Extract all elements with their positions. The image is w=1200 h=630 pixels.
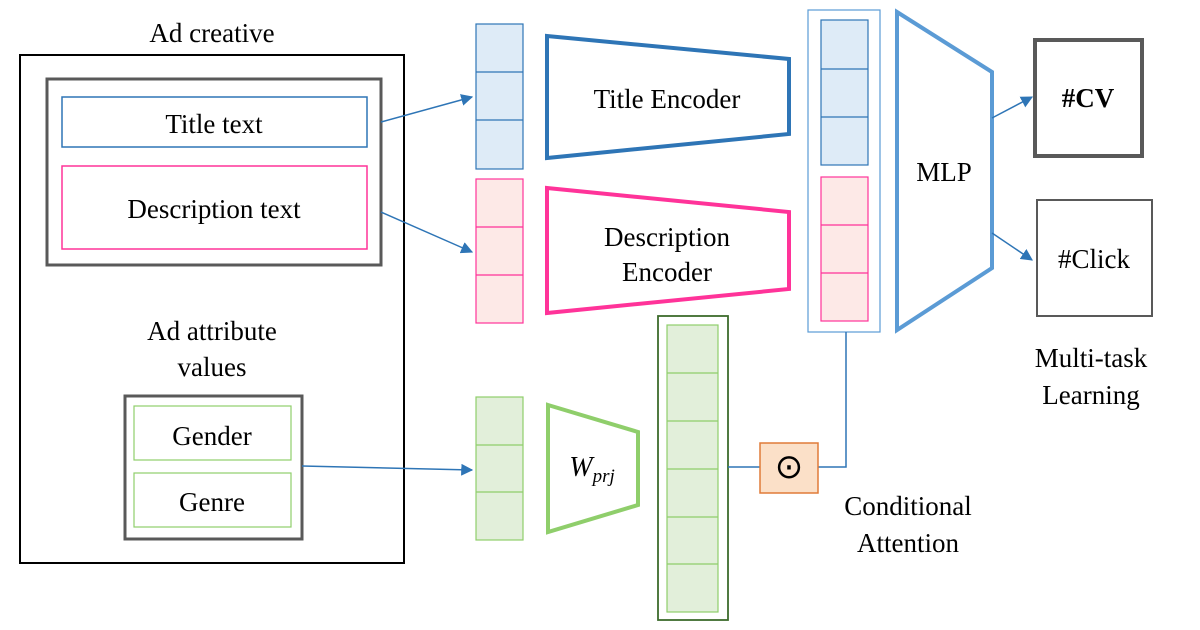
click-output-box	[1036, 199, 1153, 317]
ad-attribute-label-line1: Ad attribute	[147, 316, 277, 346]
genre-box	[133, 472, 292, 528]
attribute-to-embedding-arrow	[301, 463, 474, 476]
wprj-projection	[546, 402, 640, 535]
conditional-attention-label-line2: Attention	[857, 528, 959, 558]
description-text-box	[61, 165, 368, 250]
description-encoder	[545, 185, 791, 316]
mlp-label: MLP	[916, 157, 972, 187]
ad-attribute-box	[123, 394, 304, 541]
title-embedding-vector	[475, 23, 524, 170]
click-output-label: #Click	[1058, 244, 1130, 274]
projected-attribute-vector	[657, 315, 729, 621]
wprj-label: Wprj	[569, 452, 615, 487]
odot-symbol: ⊙	[775, 447, 804, 487]
cv-output-label: #CV	[1062, 83, 1115, 113]
mlp-to-cv-arrow	[991, 96, 1034, 119]
ad-attribute-label-line2: values	[178, 352, 247, 382]
gender-label: Gender	[172, 421, 251, 451]
concatenated-vector	[807, 9, 881, 333]
description-embedding-vector	[475, 178, 524, 324]
mlp-to-click-arrow	[991, 232, 1033, 261]
gender-box	[133, 405, 292, 461]
conditional-attention-label-line1: Conditional	[844, 491, 972, 521]
description-encoder-label-line1: Description	[604, 222, 730, 252]
odot-to-concat-line	[818, 332, 847, 468]
genre-label: Genre	[179, 487, 245, 517]
wprj-main: W	[569, 452, 595, 483]
description-to-embedding-arrow	[380, 211, 474, 254]
title-encoder-label: Title Encoder	[594, 84, 741, 114]
description-text-label: Description text	[127, 194, 301, 224]
multitask-learning-label-line1: Multi-task	[1035, 343, 1148, 373]
ad-creative-box	[45, 77, 383, 267]
ad-creative-label: Ad creative	[149, 18, 274, 48]
title-encoder	[545, 33, 791, 161]
description-encoder-label-line2: Encoder	[622, 257, 712, 287]
title-text-box	[61, 96, 368, 148]
ad-input-container	[19, 54, 405, 564]
mlp-block	[895, 8, 994, 334]
multitask-learning-label-line2: Learning	[1042, 380, 1139, 410]
elementwise-product-node	[759, 442, 819, 494]
attribute-embedding-vector	[475, 396, 524, 541]
title-to-embedding-arrow	[380, 94, 474, 123]
wprj-subscript: prj	[591, 466, 615, 487]
cv-output-box	[1033, 38, 1144, 158]
title-text-label: Title text	[165, 109, 263, 139]
